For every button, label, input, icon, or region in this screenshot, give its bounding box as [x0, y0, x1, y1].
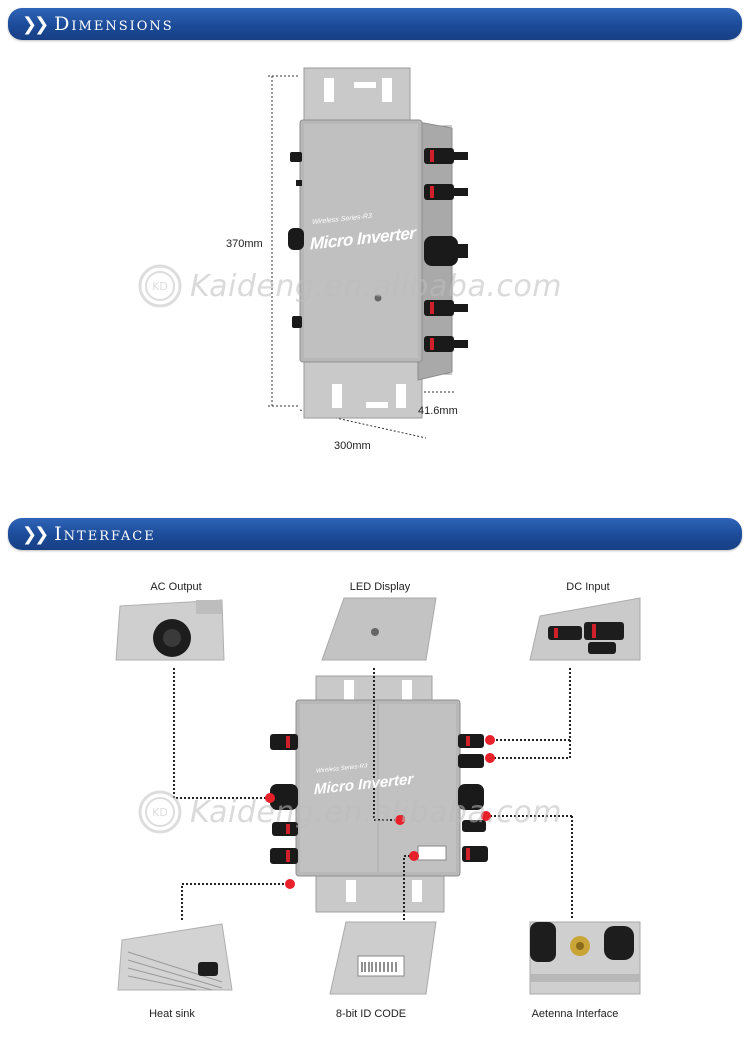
callout-dc-input: DC Input — [566, 581, 610, 593]
callout-ac-output: AC Output — [150, 581, 202, 593]
interface-illustration — [115, 597, 641, 995]
kd-logo-icon: KD — [138, 790, 182, 834]
depth-dimension-label: 41.6mm — [418, 405, 458, 417]
svg-text:KD: KD — [152, 280, 168, 293]
kd-logo-icon: KD — [138, 264, 182, 308]
callout-id-code: 8-bit ID CODE — [335, 1008, 407, 1020]
section-title: Dimensions — [54, 12, 174, 35]
dimensions-banner: ❯❯ Dimensions — [8, 8, 742, 40]
height-dimension-label: 370mm — [226, 238, 263, 250]
chevron-right-icon: ❯❯ — [22, 14, 49, 34]
width-dimension-label: 300mm — [334, 440, 371, 452]
watermark: KD Kaideng.en.alibaba.com — [138, 264, 562, 308]
callout-heat-sink: Heat sink — [149, 1008, 195, 1020]
callout-antenna: Aetenna Interface — [531, 1008, 619, 1020]
callout-led-display: LED Display — [349, 581, 411, 593]
chevron-right-icon: ❯❯ — [22, 524, 49, 544]
watermark-text: Kaideng.en.alibaba.com — [190, 268, 562, 304]
watermark-text: Kaideng.en.alibaba.com — [190, 794, 562, 830]
watermark: KD Kaideng.en.alibaba.com — [138, 790, 562, 834]
section-title: Interface — [54, 522, 156, 545]
dimensions-illustration — [268, 67, 468, 439]
svg-text:KD: KD — [152, 806, 168, 819]
interface-banner: ❯❯ Interface — [8, 518, 742, 550]
